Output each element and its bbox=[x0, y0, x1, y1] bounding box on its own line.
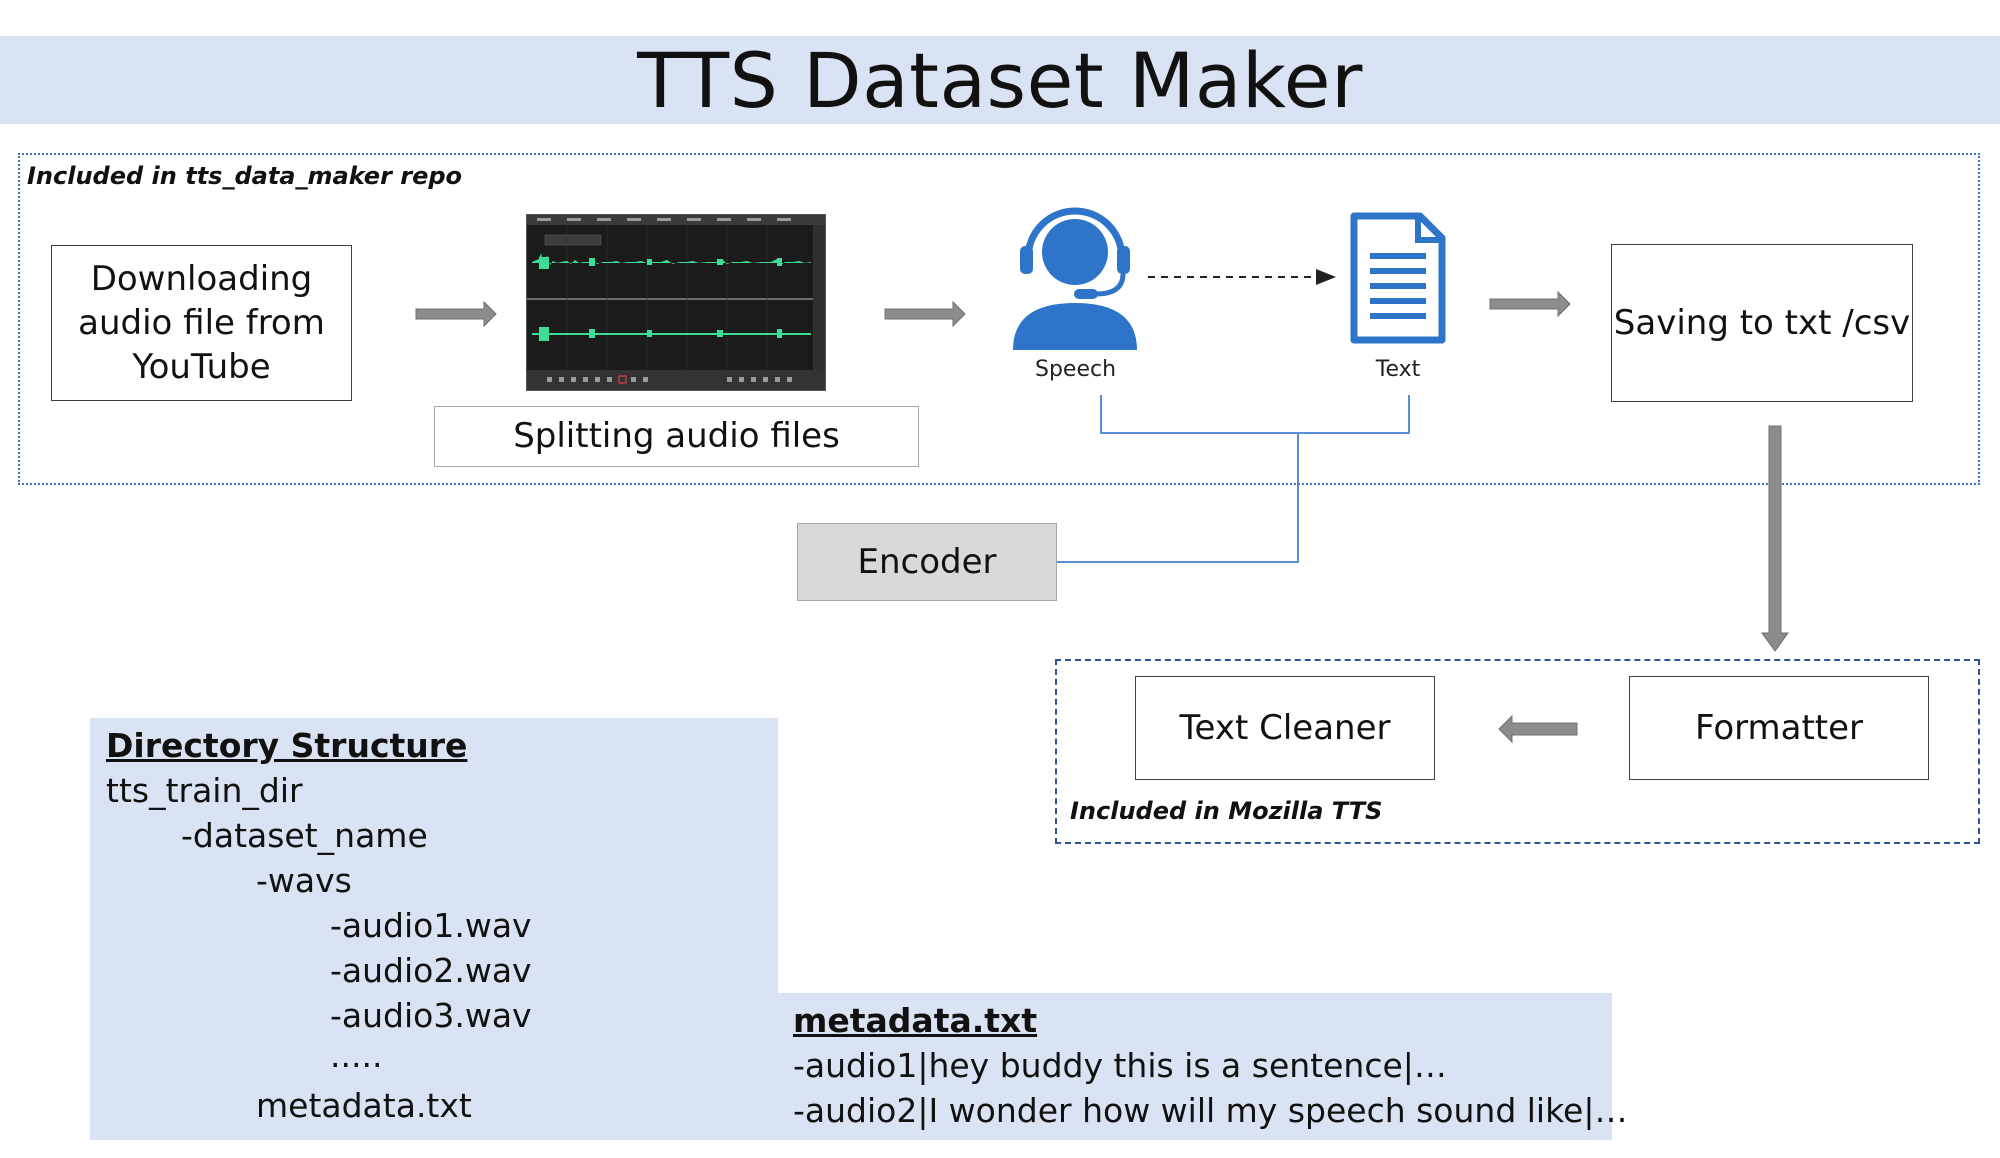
formatter-label: Formatter bbox=[1694, 707, 1864, 748]
splitting-audio-box: Splitting audio files bbox=[434, 406, 919, 467]
dir-line-ellipsis: ..... bbox=[330, 1036, 383, 1075]
directory-structure-panel: Directory Structure tts_train_dir -datas… bbox=[90, 718, 778, 1140]
speech-person-icon bbox=[1013, 207, 1137, 350]
page-title: TTS Dataset Maker bbox=[637, 35, 1363, 125]
metadata-line-2: -audio2|I wonder how will my speech soun… bbox=[793, 1091, 1628, 1130]
waveform-editor-image bbox=[526, 214, 826, 391]
arrow-text-to-saving bbox=[1489, 290, 1571, 318]
text-cleaner-label: Text Cleaner bbox=[1179, 707, 1391, 748]
saving-box: Saving to txt /csv bbox=[1611, 244, 1913, 402]
download-line-2: audio file from bbox=[78, 302, 325, 343]
saving-label: Saving to txt /csv bbox=[1613, 302, 1911, 343]
text-cleaner-box: Text Cleaner bbox=[1135, 676, 1435, 780]
dir-line-wavs: -wavs bbox=[256, 861, 352, 900]
dir-line-audio2: -audio2.wav bbox=[330, 951, 532, 990]
download-line-3: YouTube bbox=[132, 347, 271, 388]
metadata-panel: metadata.txt -audio1|hey buddy this is a… bbox=[778, 993, 1627, 1140]
speech-caption: Speech bbox=[1035, 357, 1117, 382]
metadata-line-1: -audio1|hey buddy this is a sentence|… bbox=[793, 1046, 1447, 1085]
bracket-to-encoder-line bbox=[1057, 433, 1299, 563]
repo-region bbox=[18, 153, 1980, 485]
directory-structure-title: Directory Structure bbox=[106, 726, 468, 765]
arrow-formatter-to-cleaner bbox=[1498, 714, 1578, 744]
waveform-graphic bbox=[527, 215, 825, 390]
encoder-box: Encoder bbox=[797, 523, 1057, 601]
encoder-label: Encoder bbox=[857, 542, 997, 582]
splitting-audio-label: Splitting audio files bbox=[513, 416, 840, 457]
mozilla-region-label: Included in Mozilla TTS bbox=[1070, 797, 1383, 825]
speech-text-bracket bbox=[1100, 395, 1410, 434]
dir-line-audio1: -audio1.wav bbox=[330, 906, 532, 945]
arrow-saving-to-formatter bbox=[1761, 425, 1789, 652]
download-line-1: Downloading bbox=[90, 258, 313, 299]
title-bar: TTS Dataset Maker bbox=[0, 35, 2000, 125]
formatter-box: Formatter bbox=[1629, 676, 1929, 780]
repo-region-label: Included in tts_data_maker repo bbox=[27, 162, 463, 190]
metadata-title: metadata.txt bbox=[793, 1001, 1038, 1040]
text-caption: Text bbox=[1375, 357, 1421, 382]
dir-line-metadata: metadata.txt bbox=[256, 1086, 472, 1125]
arrow-split-to-speech bbox=[884, 300, 966, 328]
dir-line-dataset: -dataset_name bbox=[181, 816, 428, 855]
download-box: Downloading audio file from YouTube bbox=[51, 245, 352, 401]
arrow-download-to-split bbox=[415, 300, 497, 328]
dir-line-audio3: -audio3.wav bbox=[330, 996, 532, 1035]
dir-line-root: tts_train_dir bbox=[106, 771, 303, 810]
text-document-icon bbox=[1350, 212, 1446, 344]
mozilla-region bbox=[1055, 659, 1980, 844]
